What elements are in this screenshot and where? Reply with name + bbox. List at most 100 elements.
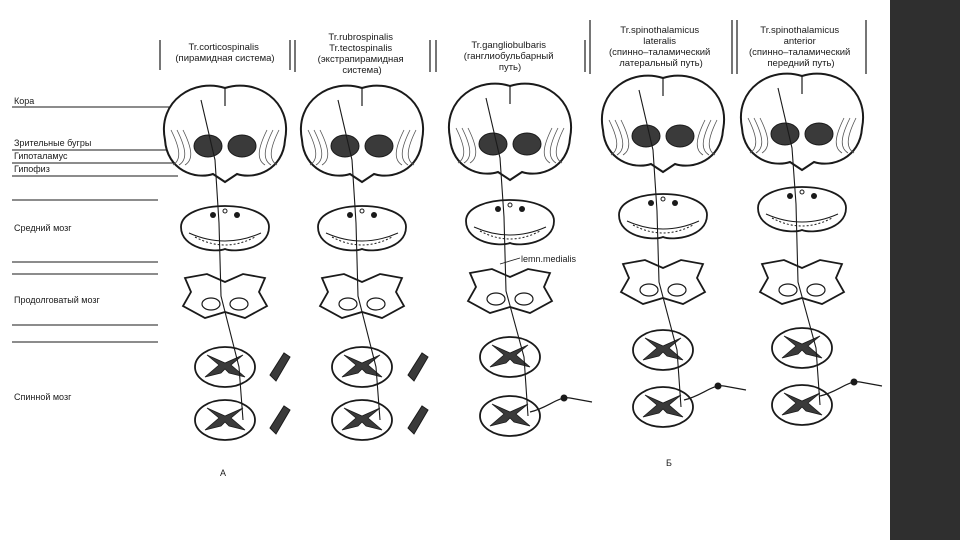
cerebral-peduncle-hatching: [479, 230, 541, 240]
spinal-ganglion: [560, 394, 568, 402]
midbrain-nucleus: [371, 212, 377, 218]
cerebrum-section: [447, 82, 573, 182]
tract-header-5: Tr.spinothalamicus anterior (спинно–тала…: [749, 25, 853, 69]
cortex-striation: [549, 127, 559, 164]
cortex-striation: [401, 129, 411, 166]
cortex-striation: [176, 129, 186, 166]
cerebral-aqueduct: [507, 202, 513, 208]
thalamus-left: [631, 124, 661, 148]
midbrain-section: [317, 205, 407, 252]
pathway-columns: [162, 72, 883, 441]
tract-3-line-1: Tr.gangliobulbaris: [471, 40, 546, 51]
tract-2-line-2: Tr.tectospinalis: [329, 43, 392, 54]
tract-4-line-2: lateralis: [643, 36, 676, 47]
midbrain-nucleus: [648, 200, 654, 206]
inferior-olive: [639, 283, 659, 297]
midbrain-nucleus: [210, 212, 216, 218]
cerebral-aqueduct: [799, 189, 805, 195]
cerebral-peduncle-line: [473, 226, 547, 236]
pathway-column-4: [600, 74, 726, 428]
cortex-striation: [543, 127, 553, 164]
level-medulla: Продолговатый мозг: [14, 295, 101, 305]
tract-4-line-3: (спинно–таламический: [609, 47, 710, 58]
tract-header-3: Tr.gangliobulbaris (ганглиобульбарный пу…: [464, 40, 556, 73]
tract-header-1: Tr.corticospinalis (пирамидная система): [175, 42, 274, 64]
inferior-olive: [338, 297, 358, 311]
midbrain-section: [618, 193, 708, 240]
cortex-striation: [461, 127, 471, 164]
thalamus-left: [770, 122, 800, 146]
midbrain-nucleus: [347, 212, 353, 218]
cortex-striation: [835, 117, 845, 154]
spinal-ganglion: [850, 378, 858, 386]
cerebrum-section: [600, 74, 726, 174]
tract-5-line-2: anterior: [784, 36, 816, 47]
sensory-nerve: [819, 381, 883, 397]
cerebral-aqueduct: [660, 196, 666, 202]
midbrain-nucleus: [672, 200, 678, 206]
spinal-ganglion: [714, 382, 722, 390]
cortex-striation: [614, 119, 624, 156]
inferior-olive: [366, 297, 386, 311]
cortex-striation: [702, 119, 712, 156]
thalamus-left: [193, 134, 223, 158]
cortex-striation: [307, 129, 317, 166]
sensory-nerve: [683, 385, 747, 401]
cortex-striation: [608, 119, 618, 156]
cortex-striation: [258, 129, 268, 166]
tract-pathway: [777, 87, 821, 406]
inferior-olive: [486, 292, 506, 306]
group-b-label: Б: [666, 458, 672, 468]
tract-3-line-3: путь): [499, 62, 521, 73]
lemniscus-leader: [499, 257, 521, 265]
level-hypophysis: Гипофиз: [14, 164, 50, 174]
grey-matter: [204, 407, 246, 431]
muscle-fibre: [269, 405, 291, 435]
pathway-column-2: [299, 84, 425, 441]
tract-5-line-1: Tr.spinothalamicus: [760, 25, 839, 36]
level-guides: [12, 106, 185, 343]
inferior-olive: [514, 292, 534, 306]
midbrain-section: [465, 199, 555, 246]
cerebral-peduncle-hatching: [194, 236, 256, 246]
tract-1-line-2: (пирамидная система): [175, 53, 274, 64]
level-thalamus: Зрительные бугры: [14, 138, 91, 148]
cerebral-peduncle-line: [188, 232, 262, 242]
cortex-striation: [696, 119, 706, 156]
group-a-label: А: [220, 468, 226, 478]
cortex-striation: [841, 117, 851, 154]
cortex-striation: [747, 117, 757, 154]
cortex-striation: [708, 119, 718, 156]
tract-header-2: Tr.rubrospinalis Tr.tectospinalis (экстр…: [318, 32, 407, 76]
muscle-fibre: [407, 352, 429, 382]
tract-2-line-4: система): [342, 65, 381, 76]
grey-matter: [489, 403, 531, 427]
thalamus-left: [478, 132, 508, 156]
tract-1-line-1: Tr.corticospinalis: [188, 42, 259, 53]
cerebral-peduncle-hatching: [331, 236, 393, 246]
cerebrum-section: [162, 84, 288, 184]
cerebral-peduncle-hatching: [771, 217, 833, 227]
thalamus-right: [512, 132, 542, 156]
muscle-fibre: [407, 405, 429, 435]
midbrain-section: [180, 205, 270, 252]
cortex-striation: [270, 129, 280, 166]
cortex-striation: [170, 129, 180, 166]
muscle-fibre: [269, 352, 291, 382]
cerebrum-section: [739, 72, 865, 172]
lemniscus-label: lemn.medialis: [521, 254, 577, 264]
grey-matter: [642, 394, 684, 418]
tract-3-line-2: (ганглиобульбарный: [464, 51, 554, 62]
tract-5-line-4: передний путь): [767, 58, 834, 69]
inferior-olive: [806, 283, 826, 297]
tract-pathway: [485, 97, 529, 417]
inferior-olive: [667, 283, 687, 297]
cortex-striation: [467, 127, 477, 164]
thalamus-right: [804, 122, 834, 146]
thalamus-right: [227, 134, 257, 158]
sensory-nerve: [529, 397, 593, 413]
inferior-olive: [201, 297, 221, 311]
cerebrum-section: [299, 84, 425, 184]
cerebral-peduncle-line: [765, 213, 839, 223]
cortex-striation: [182, 129, 192, 166]
